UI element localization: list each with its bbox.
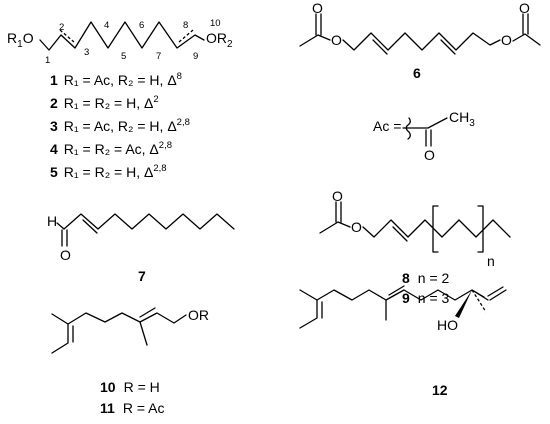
- compound-label-7: 7: [138, 268, 146, 284]
- repeat-bracket-right: [477, 205, 484, 253]
- compound-label-12: 12: [432, 382, 448, 398]
- acetyl-bonds: [402, 117, 448, 129]
- chain-10-tail: [139, 312, 187, 324]
- chain-8: [362, 219, 511, 238]
- isopropylidene-methyl-12: [299, 289, 318, 301]
- acetyl-left: [299, 34, 331, 47]
- ester-oxygen-right: O: [501, 32, 512, 48]
- double-bond-7: [82, 219, 98, 234]
- position-4: 4: [104, 20, 109, 31]
- hashed-methyl: [471, 289, 487, 313]
- chain-12: [299, 289, 387, 329]
- methyl-label: CH3: [449, 109, 475, 129]
- compound-12: HO 12: [299, 285, 507, 398]
- acetyl-8: [319, 221, 351, 234]
- compound-8-9: O O n: [319, 188, 511, 269]
- compound-7: H O 7: [47, 213, 235, 284]
- hydroxyl-label: HO: [437, 317, 458, 333]
- or-group: OR: [188, 307, 209, 323]
- carbonyl-oxygen-ac: O: [424, 147, 435, 163]
- generic-structure-1-5: R1O OR2 1 2 3 4 5 6 7 8 9 10: [7, 18, 233, 66]
- compound-10-11: OR: [51, 307, 209, 354]
- double-bond-12b: [388, 285, 405, 296]
- carbonyl-oxygen-7: O: [60, 247, 71, 263]
- vinyl-double-b: [487, 286, 504, 297]
- isopropylidene-methyl: [51, 313, 69, 325]
- position-9: 9: [193, 51, 198, 62]
- chain-10: [51, 312, 148, 354]
- chain-7: [63, 213, 235, 230]
- r1-label: R1O: [7, 30, 34, 50]
- position-7: 7: [156, 51, 161, 62]
- vinyl-bond: [471, 289, 489, 301]
- acetyl-definition: Ac = CH3 O: [373, 109, 475, 163]
- position-5: 5: [121, 51, 126, 62]
- position-8: 8: [183, 20, 188, 31]
- position-6: 6: [139, 20, 144, 31]
- carbonyl-oxygen-right: O: [519, 0, 530, 16]
- ac-equals-label: Ac =: [373, 118, 401, 134]
- position-1: 1: [45, 55, 50, 66]
- compound-label-6: 6: [413, 65, 421, 81]
- main-chain-1-5: [39, 21, 205, 51]
- double-bond-6b: [440, 39, 456, 55]
- position-2: 2: [59, 22, 64, 33]
- acetyl-right: [512, 33, 541, 46]
- double-bond-6a: [372, 39, 388, 55]
- carbonyl-oxygen-left: O: [312, 0, 323, 16]
- compound-6: O O O O 6: [299, 0, 541, 81]
- optional-double-bond-8: [178, 29, 194, 43]
- vinyl-double-a: [489, 289, 507, 301]
- carbonyl-oxygen-8: O: [332, 188, 343, 204]
- repeat-bracket-left: [432, 205, 439, 253]
- ester-oxygen-left: O: [331, 32, 342, 48]
- r2-label: OR2: [206, 30, 233, 50]
- position-3: 3: [84, 47, 89, 58]
- ester-oxygen-8: O: [351, 219, 362, 235]
- position-10: 10: [210, 18, 221, 29]
- double-bond-10b: [139, 307, 156, 318]
- aldehyde-hydrogen: H: [47, 213, 57, 229]
- wedge-bond: [455, 290, 472, 318]
- double-bond-8: [392, 226, 408, 242]
- h-bond: [56, 222, 65, 230]
- chain-6: [342, 32, 501, 51]
- repeat-index: n: [487, 253, 495, 269]
